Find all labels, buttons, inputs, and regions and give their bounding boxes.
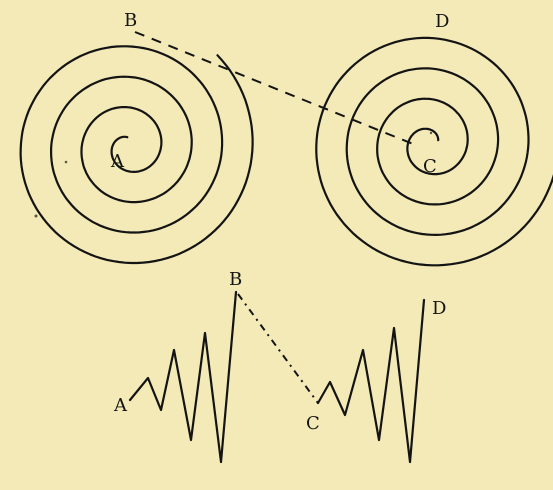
right-zigzag [316,298,426,464]
right-spiral [315,36,553,267]
connector-b-to-c-bottom [237,293,319,404]
label-bottom-a: A [113,395,128,416]
label-bottom-b: B [229,269,242,290]
paper-speck [429,131,433,135]
label-bottom-c: C [306,413,320,434]
left-zigzag [128,290,238,464]
label-top-d: D [435,11,449,32]
label-top-b: B [124,10,137,31]
connector-b-to-c-top [134,31,419,147]
paper-speck [64,160,68,164]
label-top-c: C [423,156,437,177]
label-top-a: A [110,151,125,172]
left-spiral [19,45,254,265]
label-bottom-d: D [432,298,446,319]
paper-speck [34,214,38,218]
